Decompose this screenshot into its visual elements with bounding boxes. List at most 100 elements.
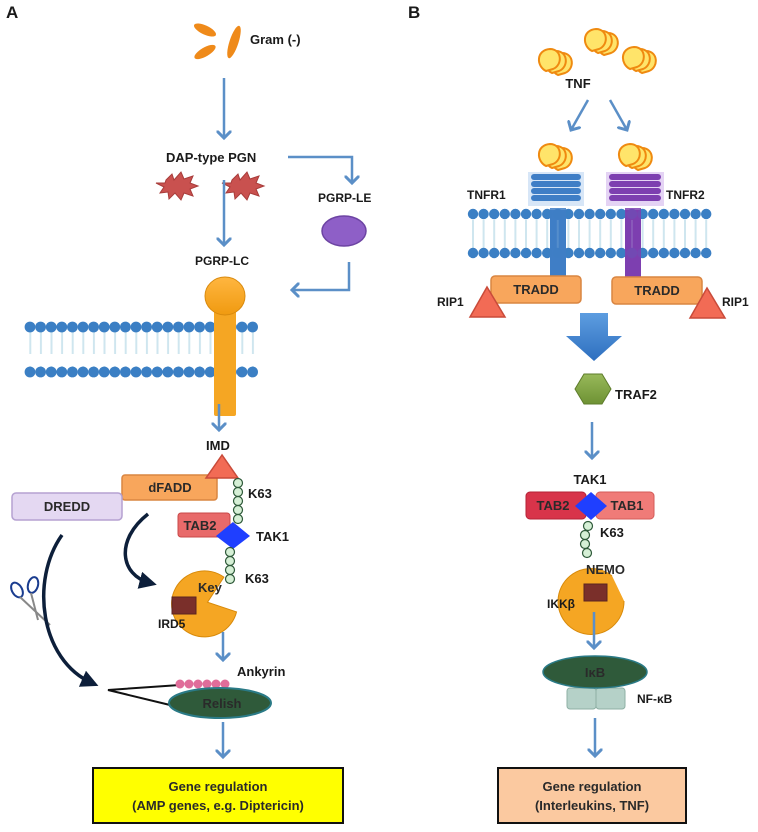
imd-triangle xyxy=(204,453,240,479)
gene-regulation-box-a xyxy=(92,767,344,824)
lipid-head xyxy=(658,208,669,220)
pgrp-le-protein xyxy=(321,215,367,247)
tak1-label-b: TAK1 xyxy=(574,472,607,487)
lipid-head xyxy=(236,321,248,333)
gram-negative-bacteria-icon xyxy=(193,23,241,60)
tnf-label: TNF xyxy=(565,76,590,91)
lipid-head xyxy=(98,366,110,378)
lipid-head xyxy=(489,247,500,259)
lipid-head xyxy=(109,366,121,378)
panel-a-label: A xyxy=(6,3,18,22)
arrow-tnf-to-tnfr2 xyxy=(608,99,627,130)
lipid-head xyxy=(520,208,532,220)
arrow-pgrple-to-pgrplc xyxy=(292,262,351,290)
lipid-head xyxy=(595,247,606,259)
big-arrow-down xyxy=(566,313,622,361)
tnf-trimer-icon xyxy=(618,142,653,172)
gene-regulation-detail-b: (Interleukins, TNF) xyxy=(535,798,649,813)
dfadd-protein xyxy=(121,474,218,501)
tradd-protein-2 xyxy=(611,276,703,305)
lipid-head xyxy=(679,247,691,259)
ikkb-label: IKKβ xyxy=(547,597,575,611)
nfkb-subunit-1 xyxy=(566,687,597,710)
nemo-fill xyxy=(606,576,624,601)
lipid-head xyxy=(120,366,131,378)
lipid-head xyxy=(130,321,142,333)
lipid-head xyxy=(130,366,142,378)
rip1-label-2: RIP1 xyxy=(722,295,749,309)
lipid-head xyxy=(542,208,553,220)
lipid-head xyxy=(24,321,36,333)
lipid-head xyxy=(584,247,595,259)
relish-linker xyxy=(107,684,181,706)
tnfr1-label: TNFR1 xyxy=(467,188,506,202)
lipid-head xyxy=(489,208,500,220)
tnf-trimer-icon xyxy=(622,45,657,75)
gene-regulation-title-b: Gene regulation xyxy=(543,779,642,794)
ikkb-protein xyxy=(583,583,608,602)
tab2-label-a: TAB2 xyxy=(184,518,217,533)
traf2-hexagon xyxy=(574,373,612,405)
tnf-trimer-icon xyxy=(538,47,573,77)
pgrp-lc-label: PGRP-LC xyxy=(195,254,249,268)
lipid-head xyxy=(701,247,712,259)
lipid-head xyxy=(499,208,510,220)
lipid-head xyxy=(120,321,131,333)
dredd-label: DREDD xyxy=(44,499,90,514)
pgrp-lc-receptor xyxy=(204,276,246,416)
lipid-head xyxy=(573,247,585,259)
tak1-diamond-a xyxy=(216,522,250,549)
rip1-triangle-1 xyxy=(468,285,507,318)
tab2-label-b: TAB2 xyxy=(537,498,570,513)
nfkb-label: NF-κB xyxy=(637,692,673,706)
panel-b: B TNF TNFR1 TNFR2 xyxy=(408,3,749,824)
lipid-head xyxy=(77,366,89,378)
dfadd-label: dFADD xyxy=(148,480,191,495)
lipid-head xyxy=(584,208,595,220)
arrow-tnf-to-tnfr1 xyxy=(571,99,590,130)
lipid-head xyxy=(98,321,110,333)
lipid-head xyxy=(88,321,99,333)
tnfr2-label: TNFR2 xyxy=(666,188,705,202)
lipid-head xyxy=(173,366,184,378)
lipid-head xyxy=(67,321,78,333)
key-label: Key xyxy=(198,580,223,595)
lipid-head xyxy=(88,366,99,378)
lipid-head xyxy=(648,247,659,259)
lipid-head xyxy=(24,366,36,378)
ubiquitin-chain-a1 xyxy=(232,477,244,525)
ikb-label: IκB xyxy=(585,665,605,680)
panel-a: A Gram (-) DAP-type PGN PGRP-LE PGRP-LC xyxy=(6,3,371,824)
lipid-head xyxy=(247,366,258,378)
k63-label-a1: K63 xyxy=(248,486,272,501)
lipid-head xyxy=(45,321,57,333)
lipid-head xyxy=(648,208,659,220)
panel-b-label: B xyxy=(408,3,420,22)
lipid-head xyxy=(194,321,206,333)
lipid-head xyxy=(669,247,680,259)
lipid-head xyxy=(658,247,669,259)
lipid-head xyxy=(247,321,258,333)
lipid-head xyxy=(510,247,521,259)
tak1-label-a: TAK1 xyxy=(256,529,289,544)
lipid-head xyxy=(204,321,216,333)
ubiquitin-chain-b xyxy=(579,520,594,559)
tnf-trimer-icon xyxy=(584,27,619,57)
lipid-head xyxy=(67,366,78,378)
lipid-head xyxy=(56,366,68,378)
lipid-head xyxy=(510,208,521,220)
lipid-head xyxy=(690,247,701,259)
lipid-head xyxy=(173,321,184,333)
lipid-head xyxy=(605,247,616,259)
gene-regulation-box-b xyxy=(497,767,687,824)
receptor-transmembrane xyxy=(550,208,566,278)
nemo-label: NEMO xyxy=(586,562,625,577)
lipid-head xyxy=(531,247,542,259)
arrow-dredd-cleaves-relish xyxy=(42,533,99,687)
lipid-head xyxy=(478,247,489,259)
relish-protein xyxy=(168,687,272,719)
lipid-head xyxy=(141,366,153,378)
lipid-head xyxy=(35,366,46,378)
lipid-head xyxy=(204,366,216,378)
